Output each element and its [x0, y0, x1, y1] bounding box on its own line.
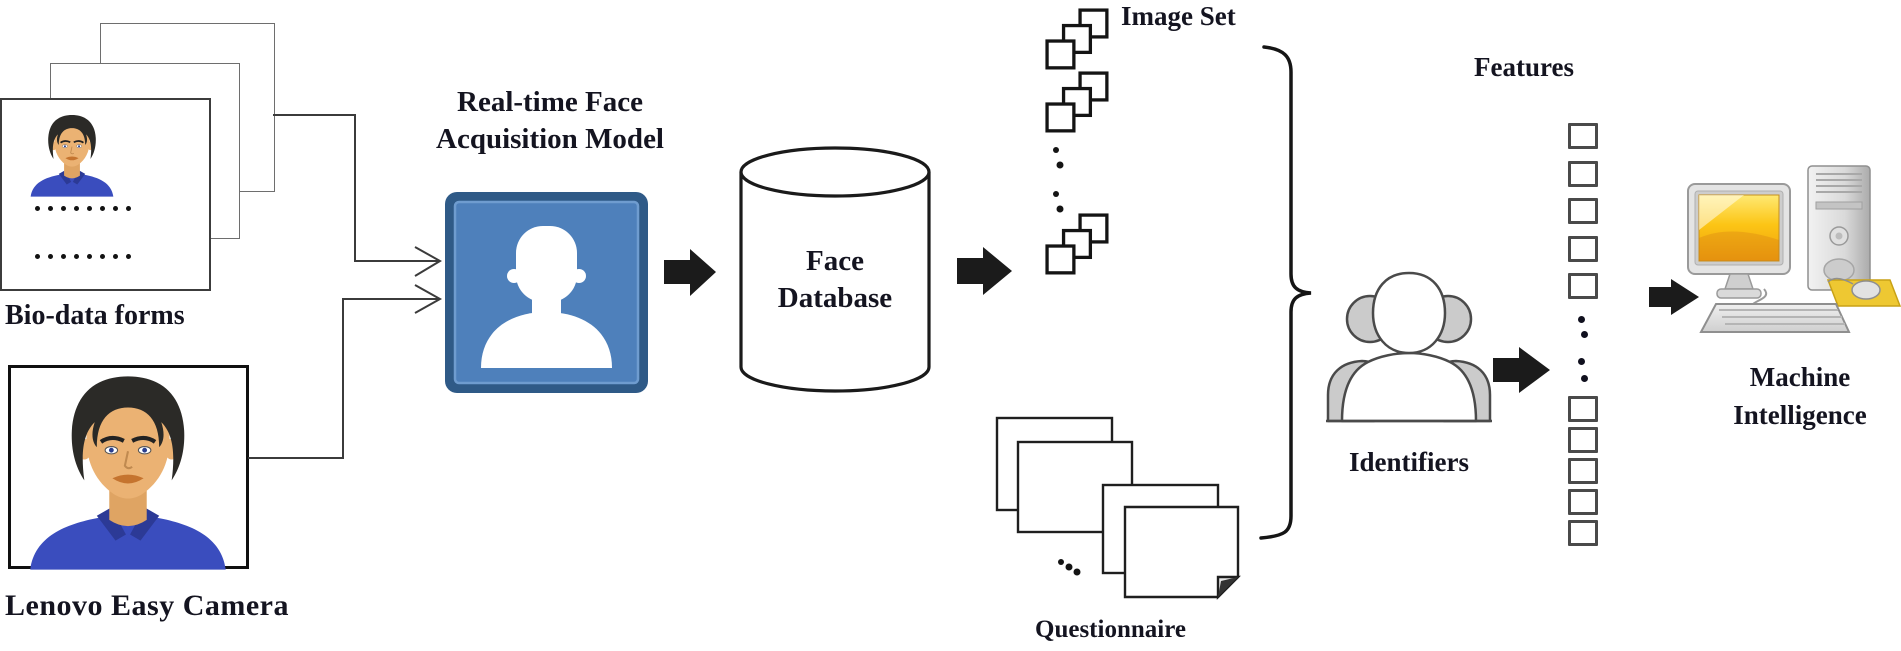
- features-label: Features: [1474, 52, 1574, 82]
- lenovo-camera-label: Lenovo Easy Camera: [5, 589, 289, 622]
- arrow-database-to-imageset: [957, 247, 1012, 295]
- grouping-brace: [1259, 45, 1312, 540]
- arrow-identifiers-to-features: [1493, 347, 1550, 393]
- feature-square: [1568, 520, 1598, 546]
- face-database-cylinder: [739, 146, 931, 393]
- bio-data-forms-label: Bio-data forms: [5, 300, 185, 331]
- feature-square: [1568, 236, 1598, 262]
- desktop-computer-icon: [1687, 165, 1901, 333]
- feature-square: [1568, 273, 1598, 299]
- imageset-ellipsis-dots: [1053, 147, 1064, 213]
- feature-square: [1568, 396, 1598, 422]
- feature-square: [1568, 198, 1598, 224]
- questionnaire-pages-icon: [995, 416, 1241, 600]
- open-arrowhead-icon: [414, 284, 443, 314]
- feature-square: [1568, 123, 1598, 149]
- camera-frame: [8, 365, 249, 569]
- ellipsis-dot: [1578, 358, 1585, 365]
- feature-square: [1568, 161, 1598, 187]
- ellipsis-dot: [1578, 316, 1585, 323]
- image-stack-icon: [1045, 213, 1109, 275]
- questionnaire-label: Questionnaire: [1035, 616, 1186, 643]
- identifiers-group-icon: [1326, 271, 1492, 423]
- face-database-label: Face Database: [777, 245, 893, 314]
- face-acquisition-model-box: [445, 192, 648, 393]
- image-stack-icon: [1045, 8, 1109, 70]
- image-set-label: Image Set: [1121, 1, 1236, 31]
- ellipsis-dot: [1581, 331, 1588, 338]
- image-stack-icon: [1045, 71, 1109, 133]
- identifiers-label: Identifiers: [1349, 447, 1469, 477]
- feature-square: [1568, 458, 1598, 484]
- bio-form-dotted-line: [35, 254, 131, 259]
- bio-form-portrait-icon: [28, 113, 116, 197]
- machine-intelligence-label: Machine Intelligence: [1733, 362, 1867, 430]
- arrow-model-to-database: [664, 249, 716, 296]
- bio-form-dotted-line: [35, 206, 131, 211]
- feature-square: [1568, 489, 1598, 515]
- connector-camera-to-model: [248, 298, 439, 459]
- ellipsis-dot: [1581, 375, 1588, 382]
- acquisition-model-title: Real-time Face Acquisition Model: [436, 86, 664, 155]
- bio-form-card-front: [0, 98, 211, 291]
- camera-portrait-icon: [24, 372, 232, 570]
- person-bust-icon: [481, 226, 612, 368]
- open-arrowhead-icon: [414, 246, 442, 277]
- feature-square: [1568, 427, 1598, 453]
